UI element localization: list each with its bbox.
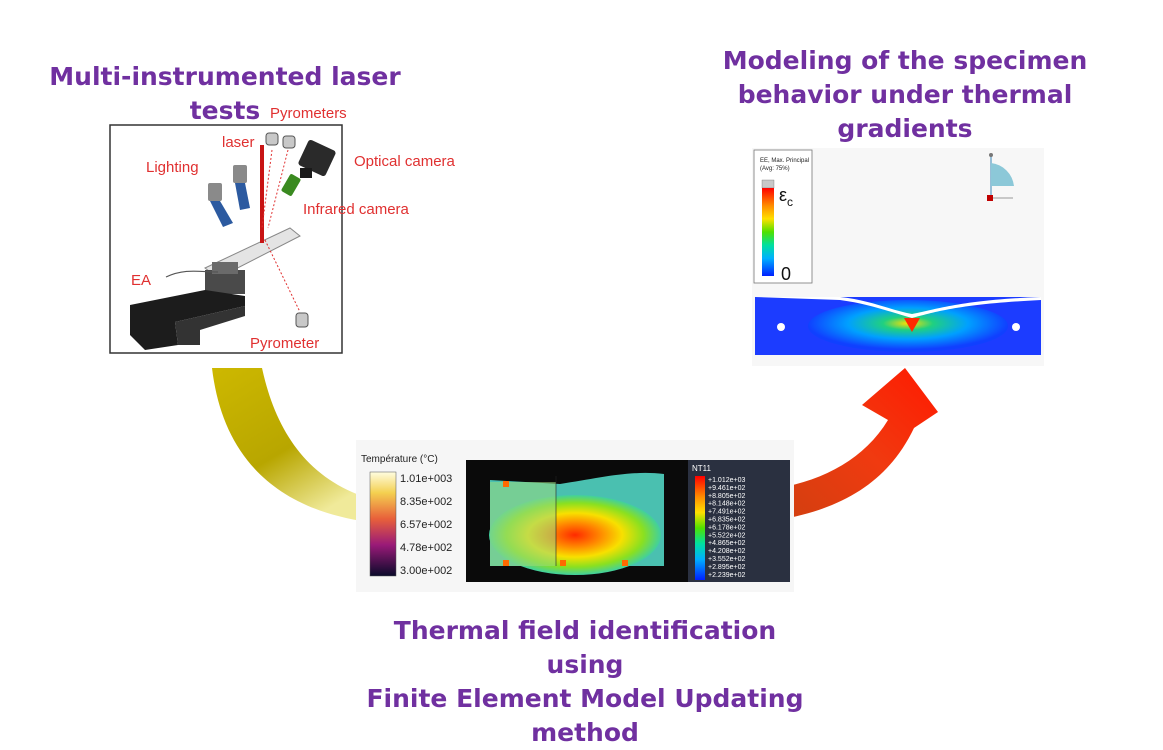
- thermal-tick-1: 8.35e+002: [400, 496, 452, 508]
- bottom-pyrometer-device: [295, 312, 309, 328]
- strain-colorbar: [762, 188, 774, 276]
- specimen-fixture: [130, 262, 245, 350]
- nt11-value-4: +7.491e+02: [708, 509, 745, 516]
- nt11-value-10: +3.552e+02: [708, 556, 745, 563]
- nt11-value-5: +6.835e+02: [708, 517, 745, 524]
- laser-beam: [260, 145, 264, 243]
- thermal-colorbar-title: Température (°C): [361, 454, 438, 465]
- label-lighting: Lighting: [146, 159, 199, 176]
- strain-max-symbol: εc: [779, 185, 793, 209]
- label-laser: laser: [222, 134, 255, 151]
- nt11-title: NT11: [692, 464, 712, 473]
- thermal-tick-2: 6.57e+002: [400, 519, 452, 531]
- title-thermal-line1: Thermal field identification using: [393, 616, 777, 679]
- strain-min-value: 0: [781, 264, 791, 284]
- pyrometers-device: [265, 132, 296, 149]
- label-ea: EA: [131, 272, 151, 289]
- label-optical-camera: Optical camera: [354, 153, 456, 170]
- nt11-value-9: +4.208e+02: [708, 548, 745, 555]
- thermal-field-panel: Température (°C) 1.01e+003 8.35e+002 6.5…: [356, 440, 794, 592]
- strain-legend-title-1: EE, Max. Principal: [760, 158, 809, 164]
- nt11-value-0: +1.012e+03: [708, 477, 745, 484]
- curved-arrow-right-icon: [778, 368, 938, 520]
- nt11-value-2: +8.805e+02: [708, 493, 745, 500]
- nt11-value-1: +9.461e+02: [708, 485, 745, 492]
- nt11-value-6: +6.178e+02: [708, 524, 745, 531]
- thermal-colorbar: [369, 471, 397, 577]
- title-modeling-line2: behavior under thermal gradients: [737, 80, 1073, 143]
- label-pyrometers: Pyrometers: [270, 105, 347, 122]
- thermal-tick-0: 1.01e+003: [400, 473, 452, 485]
- thermal-tick-3: 4.78e+002: [400, 542, 452, 554]
- title-thermal-line2: Finite Element Model Updating: [366, 684, 804, 713]
- label-pyrometer: Pyrometer: [250, 335, 319, 352]
- thermal-tick-4: 3.00e+002: [400, 565, 452, 577]
- modeling-panel: EE, Max. Principal (Avg: 75%) εc 0: [752, 148, 1044, 366]
- infrared-camera-device: [281, 174, 301, 196]
- nt11-value-12: +2.239e+02: [708, 572, 745, 579]
- optical-camera-device: [298, 139, 336, 178]
- nt11-value-3: +8.148e+02: [708, 501, 745, 508]
- nt11-colorbar: [695, 476, 705, 580]
- lighting-device: [208, 165, 250, 227]
- title-modeling: Modeling of the specimen behavior under …: [690, 44, 1120, 146]
- laser-setup-panel: Pyrometers laser Lighting Optical camera…: [109, 105, 456, 354]
- nt11-value-7: +5.522e+02: [708, 532, 745, 539]
- workflow-diagram: Pyrometers laser Lighting Optical camera…: [109, 105, 1044, 592]
- label-infrared-camera: Infrared camera: [303, 201, 410, 218]
- nt11-values: +1.012e+03+9.461e+02+8.805e+02+8.148e+02…: [708, 477, 745, 579]
- strain-legend-title-2: (Avg: 75%): [760, 166, 790, 172]
- title-modeling-line1: Modeling of the specimen: [722, 46, 1088, 75]
- title-laser-tests: Multi-instrumented laser tests: [49, 62, 401, 125]
- nt11-value-11: +2.895e+02: [708, 564, 745, 571]
- nt11-value-8: +4.865e+02: [708, 540, 745, 547]
- axis-triad-icon: [987, 153, 1014, 201]
- title-thermal-identification: Thermal field identification using Finit…: [360, 614, 810, 750]
- curved-arrow-left-icon: [212, 368, 368, 522]
